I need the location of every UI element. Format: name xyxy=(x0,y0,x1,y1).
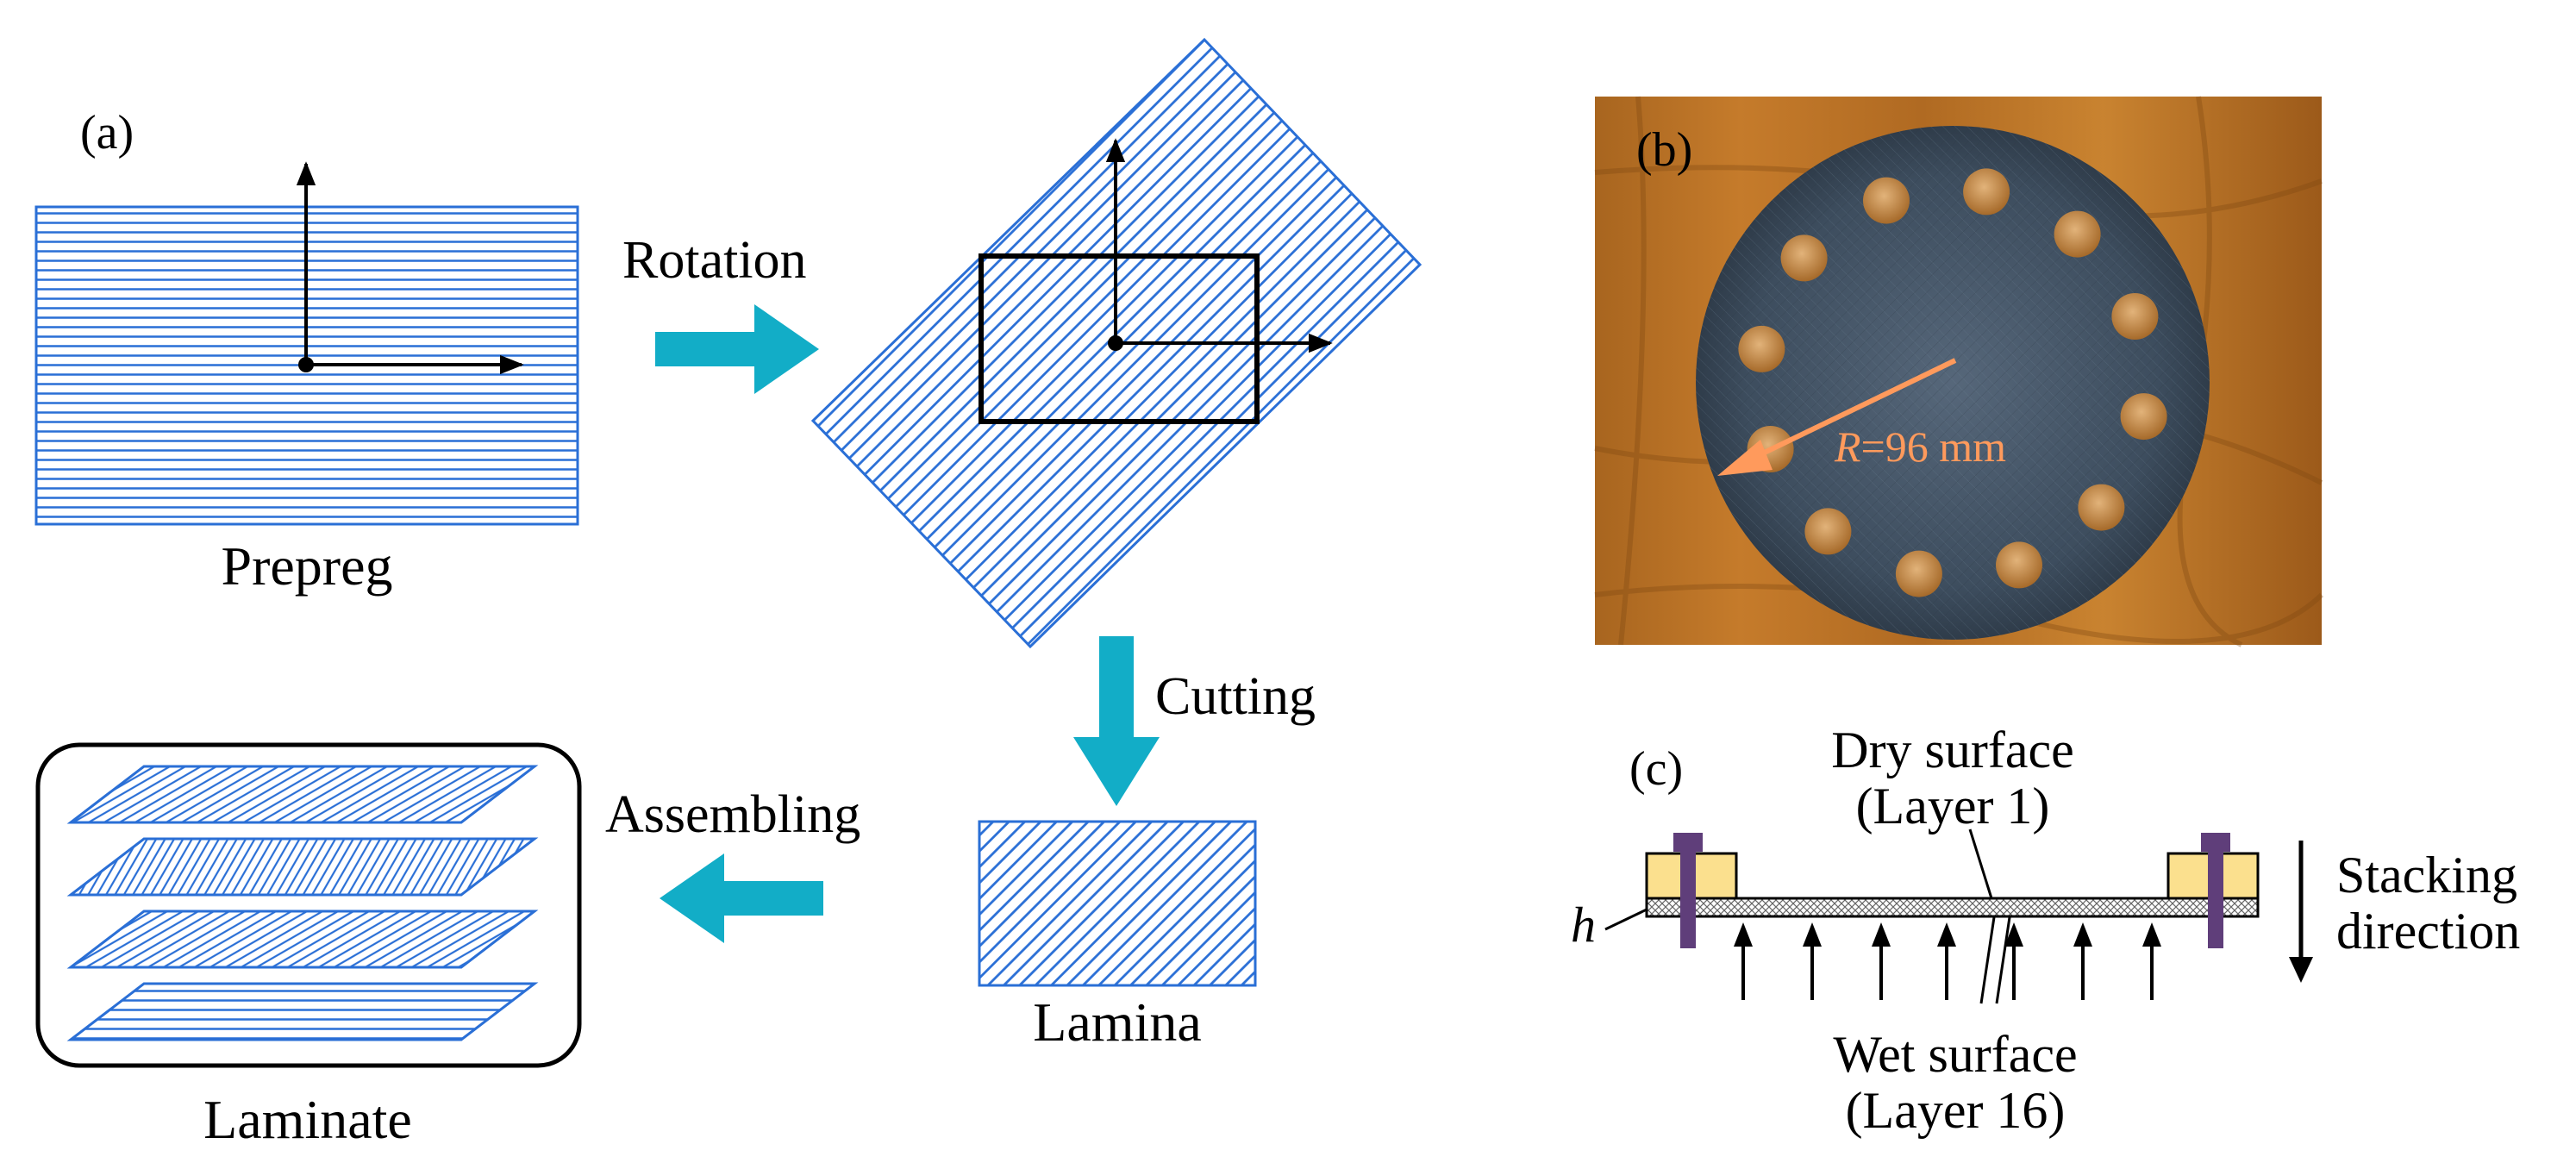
panel-c: (c) Dry surface (Layer 1) h Wet surface … xyxy=(1571,722,2520,1139)
prepreg-caption: Prepreg xyxy=(221,535,392,597)
pressure-arrow-head xyxy=(2004,922,2023,947)
laminate-stack xyxy=(66,765,539,1041)
panel-c-label: (c) xyxy=(1629,742,1683,796)
wet-surface-label: Wet surface xyxy=(1833,1026,2077,1083)
bolt-hole xyxy=(1863,177,1910,224)
panel-b-label: (b) xyxy=(1636,123,1692,177)
cutting-outline xyxy=(979,253,1260,424)
right-bolt xyxy=(2201,833,2230,948)
bolt-hole xyxy=(1738,325,1785,372)
stacking-label: Stacking xyxy=(2336,847,2517,903)
stacking-arrow-head xyxy=(2289,957,2313,983)
rotated-axes xyxy=(1105,138,1333,353)
thickness-symbol: h xyxy=(1571,897,1596,953)
bolt-hole xyxy=(1780,234,1828,282)
pressure-arrow-head xyxy=(1803,922,1822,947)
dry-surface-layer: (Layer 1) xyxy=(1856,778,2050,835)
bolt-hole xyxy=(2078,484,2125,531)
cutting-label: Cutting xyxy=(1155,667,1316,726)
cutting-arrow xyxy=(1073,636,1160,806)
assembling-arrow xyxy=(660,853,823,943)
pressure-arrow-head xyxy=(2142,922,2161,947)
assembling-label: Assembling xyxy=(605,785,860,844)
laminate-ply xyxy=(66,837,539,897)
svg-text:R=96 mm: R=96 mm xyxy=(1834,422,2006,471)
laminate-caption: Laminate xyxy=(203,1089,412,1150)
wet-surface-layer: (Layer 16) xyxy=(1846,1082,2066,1139)
dry-surface-leader xyxy=(1968,828,1993,899)
thickness-leader xyxy=(1604,908,1648,931)
rotation-arrow xyxy=(655,304,819,394)
panel-a: (a) Prepreg Rotation Cutting Lamina xyxy=(34,37,1422,1150)
laminate-ply xyxy=(66,910,539,969)
bolt-hole xyxy=(1895,550,1942,597)
wet-surface-leader xyxy=(1979,916,1996,1004)
stacking-direction-label: direction xyxy=(2336,903,2520,960)
laminate-ply xyxy=(66,982,539,1041)
lamina-sheet xyxy=(978,820,1257,987)
pressure-arrow-head xyxy=(1937,922,1956,947)
prepreg-axes xyxy=(296,161,524,375)
wet-surface-leader xyxy=(1995,916,2011,1004)
pressure-arrow-head xyxy=(2073,922,2092,947)
lamina-caption: Lamina xyxy=(1033,991,1201,1053)
composite-plate xyxy=(1645,897,2260,918)
radius-symbol: R xyxy=(1834,422,1861,471)
bolt-hole xyxy=(2120,393,2167,441)
radius-annotation: R=96 mm xyxy=(1717,358,2006,476)
specimen-photo xyxy=(1594,96,2324,647)
pressure-arrows xyxy=(1734,922,2161,1000)
bolt-hole xyxy=(2111,293,2159,340)
dry-surface-label: Dry surface xyxy=(1831,722,2074,778)
bolt-hole xyxy=(1996,541,2042,589)
panel-b: (b) R=96 mm xyxy=(1594,96,2324,647)
bolt-hole xyxy=(2054,210,2101,258)
pressure-arrow-head xyxy=(1734,922,1753,947)
laminate-ply xyxy=(66,765,539,824)
left-bolt xyxy=(1673,833,1703,948)
panel-a-label: (a) xyxy=(80,106,134,159)
bolt-hole xyxy=(1804,508,1852,555)
pressure-arrow-head xyxy=(1872,922,1891,947)
radius-value: =96 mm xyxy=(1861,422,2007,471)
rotation-label: Rotation xyxy=(622,231,807,290)
bolt-hole xyxy=(1963,168,2010,216)
